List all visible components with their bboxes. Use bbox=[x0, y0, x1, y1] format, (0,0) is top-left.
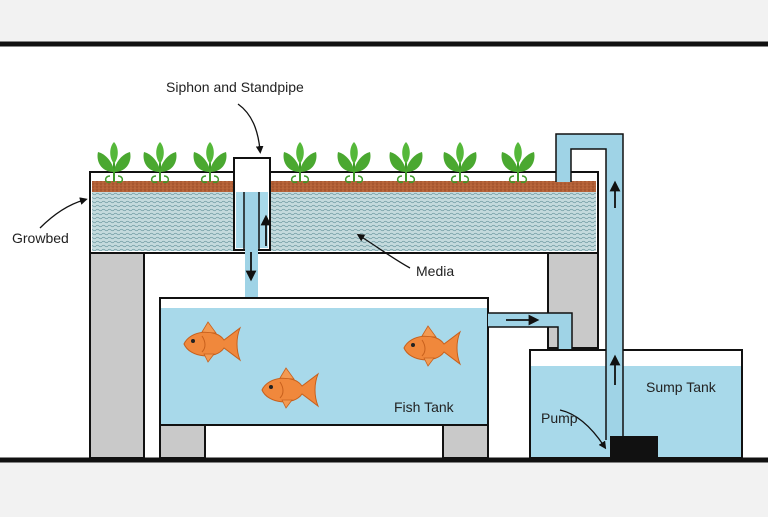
pointer-arrow-icon bbox=[237, 103, 264, 154]
label-media: Media bbox=[416, 263, 454, 279]
pointer-lines bbox=[39, 103, 607, 450]
label-growbed: Growbed bbox=[12, 230, 69, 246]
label-siphon: Siphon and Standpipe bbox=[166, 79, 304, 95]
pointer-arrow-icon bbox=[559, 409, 607, 450]
growbed bbox=[89, 171, 599, 254]
fish-tank-water bbox=[161, 308, 487, 424]
overflow-pipe bbox=[488, 312, 573, 353]
standpipe bbox=[245, 192, 258, 304]
pump-icon bbox=[610, 436, 658, 458]
label-sump-tank: Sump Tank bbox=[646, 379, 717, 395]
growbed-support-right bbox=[547, 252, 599, 349]
label-pump: Pump bbox=[541, 410, 578, 426]
soil-layer bbox=[92, 181, 596, 192]
pointer-arrow-icon bbox=[39, 197, 88, 229]
fish-tank-stand-left bbox=[159, 424, 206, 459]
media-layer bbox=[92, 192, 596, 251]
growbed-support-left bbox=[89, 252, 145, 459]
pointer-arrow-icon bbox=[356, 233, 411, 269]
label-fish-tank: Fish Tank bbox=[394, 399, 455, 415]
fish-tank-stand-right bbox=[442, 424, 489, 459]
fish-tank bbox=[159, 297, 489, 426]
flow-arrows bbox=[245, 180, 621, 385]
